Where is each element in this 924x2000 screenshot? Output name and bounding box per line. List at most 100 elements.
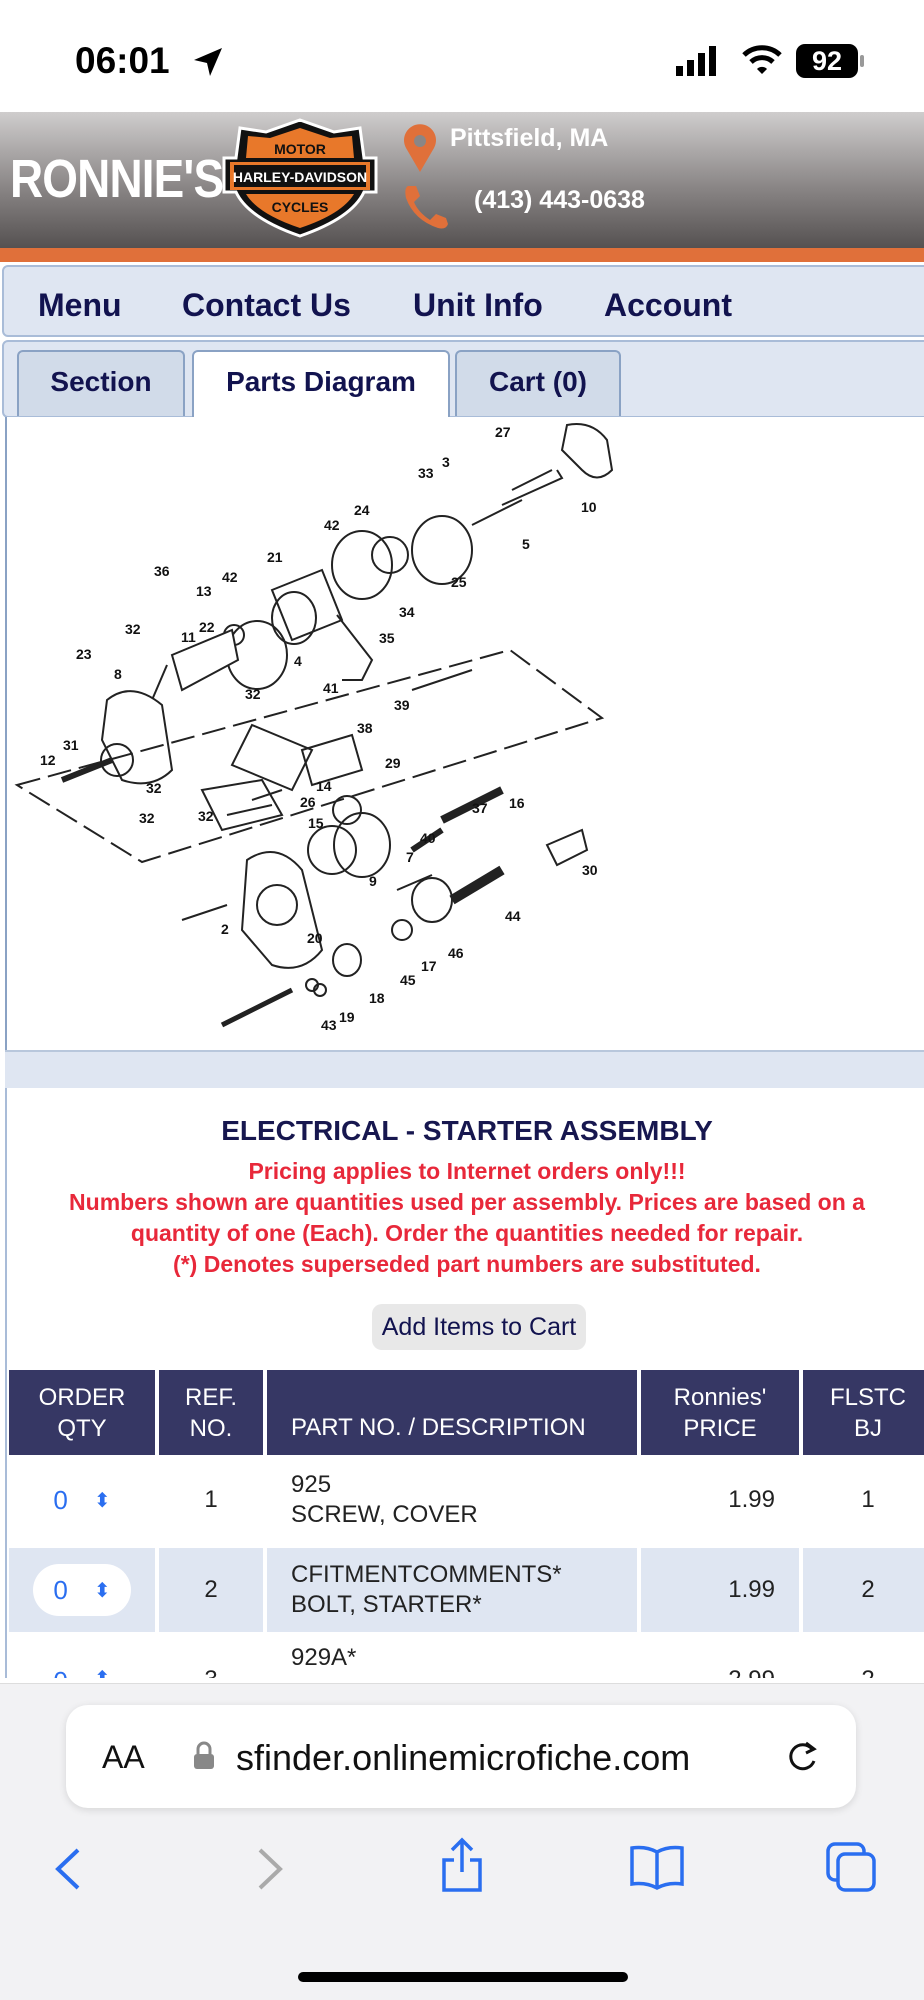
header-price: Ronnies'PRICE: [641, 1370, 799, 1455]
table-row: 0⬍ 3 929A* 2.99 2: [9, 1638, 924, 1678]
callout: 32: [139, 810, 155, 826]
map-pin-icon: [404, 124, 436, 172]
callout: 42: [222, 569, 238, 585]
tabs-icon[interactable]: [824, 1840, 880, 1896]
chevron-up-down-icon[interactable]: ⬍: [93, 1579, 111, 1602]
superseded-notice: (*) Denotes superseded part numbers are …: [173, 1251, 761, 1277]
callout: 32: [146, 780, 162, 796]
callout: 12: [40, 752, 56, 768]
callout: 8: [114, 666, 122, 682]
callout: 32: [125, 621, 141, 637]
qty-value[interactable]: 0: [53, 1484, 68, 1515]
share-icon[interactable]: [438, 1836, 486, 1894]
diagram-footer-band: [5, 1050, 924, 1088]
callout: 24: [354, 502, 370, 518]
svg-text:MOTOR: MOTOR: [274, 141, 326, 157]
brand-name[interactable]: RONNIE'S: [10, 149, 224, 209]
callout: 13: [196, 583, 212, 599]
callout: 10: [581, 499, 597, 515]
callout: 43: [321, 1017, 337, 1033]
harley-davidson-logo[interactable]: MOTOR HARLEY-DAVIDSON CYCLES: [222, 118, 378, 238]
qty-stepper[interactable]: 0⬍: [9, 1458, 155, 1542]
part-number[interactable]: 929A*: [291, 1644, 357, 1671]
part-description: BOLT, STARTER*: [291, 1591, 482, 1618]
callout: 32: [198, 808, 214, 824]
header-text: FLSTC: [829, 1383, 906, 1411]
store-phone[interactable]: (413) 443-0638: [474, 186, 645, 214]
nav-unit-info[interactable]: Unit Info: [413, 287, 543, 323]
site-header: [0, 112, 924, 248]
signal-icon: [676, 46, 716, 76]
fitment-qty: 2: [803, 1638, 924, 1678]
callout: 26: [300, 794, 316, 810]
location-arrow-icon: [194, 48, 222, 76]
nav-account[interactable]: Account: [604, 287, 732, 323]
chevron-up-down-icon[interactable]: ⬍: [94, 1666, 111, 1678]
callout: 2: [221, 921, 229, 937]
part-description: SCREW, COVER: [291, 1501, 478, 1528]
callout: 37: [472, 800, 488, 816]
part-cell: CFITMENTCOMMENTS* BOLT, STARTER*: [267, 1548, 637, 1632]
nav-contact-us[interactable]: Contact Us: [182, 287, 351, 323]
callout: 36: [154, 563, 170, 579]
battery-indicator: 92: [796, 44, 858, 78]
reload-icon[interactable]: [784, 1739, 820, 1775]
add-items-to-cart-button[interactable]: Add Items to Cart: [372, 1304, 586, 1350]
bookmarks-icon[interactable]: [628, 1844, 686, 1890]
tab-parts-diagram[interactable]: Parts Diagram: [192, 350, 450, 420]
parts-diagram[interactable]: 27 33 3 10 5 24 42 25 21 36 42 13 34 22 …: [5, 417, 924, 1050]
callout: 11: [181, 629, 196, 645]
callout: 23: [76, 646, 92, 662]
callout: 35: [379, 630, 395, 646]
callout: 45: [400, 972, 416, 988]
chevron-up-down-icon[interactable]: ⬍: [93, 1489, 111, 1512]
callout: 42: [324, 517, 340, 533]
callout: 3: [442, 454, 450, 470]
callout: 5: [522, 536, 530, 552]
callout: 14: [316, 778, 332, 794]
tab-section[interactable]: Section: [17, 350, 185, 416]
callout: 33: [418, 465, 434, 481]
qty-value[interactable]: 0: [53, 1574, 68, 1605]
qty-stepper[interactable]: 0⬍: [33, 1564, 131, 1616]
callout: 18: [369, 990, 385, 1006]
ref-no: 1: [204, 1486, 218, 1513]
callout: 17: [421, 958, 437, 974]
callout: 29: [385, 755, 401, 771]
back-icon[interactable]: [50, 1846, 86, 1892]
pricing-notice: Pricing applies to Internet orders only!…: [248, 1158, 686, 1184]
home-indicator: [298, 1972, 628, 1982]
battery-tip: [860, 55, 864, 67]
clock: 06:01: [75, 40, 170, 81]
callout: 7: [406, 849, 414, 865]
address-bar[interactable]: AA sfinder.onlinemicrofiche.com: [66, 1705, 856, 1808]
ref-no: 2: [159, 1548, 263, 1632]
header-text: ORDER: [38, 1383, 126, 1411]
callout: 4: [294, 653, 302, 669]
callout: 38: [357, 720, 373, 736]
url-text[interactable]: sfinder.onlinemicrofiche.com: [236, 1737, 691, 1778]
header-ref-no: REF.NO.: [159, 1370, 263, 1455]
callout: 27: [495, 424, 511, 440]
forward-icon[interactable]: [252, 1846, 288, 1892]
part-number[interactable]: 925: [291, 1471, 332, 1498]
callout: 40: [420, 830, 436, 846]
qty-stepper[interactable]: 0⬍: [9, 1638, 155, 1678]
text-size-button[interactable]: AA: [102, 1739, 145, 1775]
table-row: 0⬍ 2 CFITMENTCOMMENTS*BOLT, STARTER* 1.9…: [9, 1548, 924, 1632]
part-number[interactable]: CFITMENTCOMMENTS*: [291, 1561, 562, 1588]
tab-cart[interactable]: Cart (0): [455, 350, 621, 416]
parts-content: [5, 1088, 924, 1678]
header-text: REF.: [184, 1383, 237, 1411]
qty-value[interactable]: 0: [53, 1666, 67, 1678]
callout: 22: [199, 619, 215, 635]
price: 1.99: [728, 1486, 775, 1513]
price: 2.99: [641, 1638, 799, 1678]
nav-menu[interactable]: Menu: [38, 287, 122, 323]
callout-labels: 27 33 3 10 5 24 42 25 21 36 42 13 34 22 …: [40, 424, 598, 1033]
status-bar: 06:01 92: [0, 0, 924, 112]
starter-exploded-view: 27 33 3 10 5 24 42 25 21 36 42 13 34 22 …: [14, 423, 614, 1033]
